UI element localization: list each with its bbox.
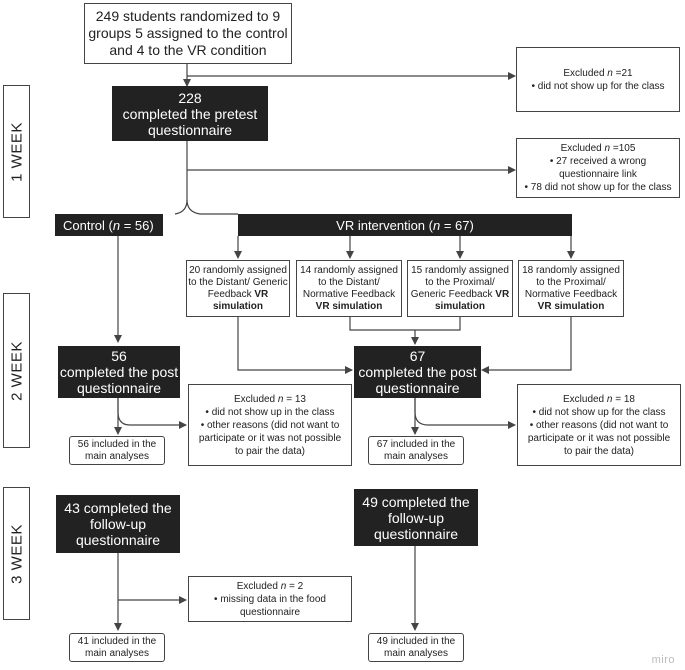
excluded-2-box: Excluded n = 2 • missing data in the foo… — [188, 576, 352, 622]
miro-watermark: miro — [651, 654, 675, 666]
group-proximal-normative: 18 randomly assigned to the Proximal/ No… — [518, 260, 624, 317]
arrow-to-excluded-13 — [117, 398, 187, 429]
excluded-105-heading: Excluded n =105 — [560, 143, 636, 154]
excluded-21-heading: Excluded n =21 — [563, 67, 633, 79]
excluded-105-item-3: • 78 did not show up for the class — [524, 182, 672, 193]
pretest-box: 228 completed the pretest questionnaire — [112, 86, 268, 141]
week-1-label: 1 WEEK — [8, 121, 25, 182]
randomized-line-1: 249 students randomized to 9 — [95, 8, 281, 24]
week-2-label-box: 2 WEEK — [3, 293, 30, 448]
pretest-line-1: completed the pretest — [122, 105, 258, 122]
excluded-105-item-1: • 27 received a wrong — [549, 156, 647, 167]
excluded-21-item: • did not show up for the class — [531, 80, 665, 92]
randomized-line-3: and 4 to the VR condition — [109, 42, 267, 58]
excluded-105-box: Excluded n =105 • 27 received a wrong qu… — [516, 138, 680, 198]
week-3-label-box: 3 WEEK — [3, 487, 30, 620]
group-distant-normative: 14 randomly assigned to the Distant/ Nor… — [296, 260, 402, 317]
week-2-label: 2 WEEK — [8, 340, 25, 401]
week-3-label: 3 WEEK — [8, 523, 25, 584]
line-groups-bracket — [349, 317, 461, 331]
excluded-105-item-2: questionnaire link — [559, 169, 637, 180]
excluded-21-box: Excluded n =21 • did not show up for the… — [516, 47, 680, 112]
arrow-group1-to-post — [237, 317, 353, 374]
included-49-box: 49 included in the main analyses — [368, 633, 464, 662]
excluded-13-box: Excluded n = 13 • did not show up in the… — [188, 384, 352, 466]
week-1-label-box: 1 WEEK — [3, 85, 30, 218]
arrow-to-excluded-18 — [414, 398, 516, 429]
excluded-2-heading: Excluded n = 2 — [236, 580, 304, 592]
vr-followup-box: 49 completed the follow-up questionnaire — [354, 489, 478, 546]
excluded-18-box: Excluded n = 18 • did not show up for th… — [517, 384, 681, 466]
pretest-count: 228 — [178, 89, 202, 106]
control-header: Control (n = 56) — [55, 214, 163, 236]
vr-post-box: 67 completed the post questionnaire — [354, 346, 481, 398]
line-pretest-to-control — [174, 141, 188, 215]
line-pretest-to-vr — [186, 199, 238, 215]
excluded-18-heading: Excluded n = 18 — [562, 393, 635, 405]
excluded-13-heading: Excluded n = 13 — [233, 393, 306, 405]
pretest-line-2: questionnaire — [147, 121, 233, 138]
arrow-group4-to-post — [481, 317, 572, 374]
control-post-box: 56 completed the post questionnaire — [58, 346, 180, 398]
randomized-box: 249 students randomized to 9 groups 5 as… — [84, 3, 292, 64]
included-67-box: 67 included in the main analyses — [368, 436, 464, 465]
group-distant-generic: 20 randomly assigned to the Distant/ Gen… — [186, 260, 290, 317]
randomized-line-2: groups 5 assigned to the control — [88, 25, 288, 41]
included-41-box: 41 included in the main analyses — [69, 633, 165, 662]
included-56-box: 56 included in the main analyses — [69, 436, 165, 465]
control-followup-box: 43 completed the follow-up questionnaire — [56, 495, 180, 553]
vr-header: VR intervention (n = 67) — [238, 214, 572, 236]
group-proximal-generic: 15 randomly assigned to the Proximal/ Ge… — [407, 260, 513, 317]
